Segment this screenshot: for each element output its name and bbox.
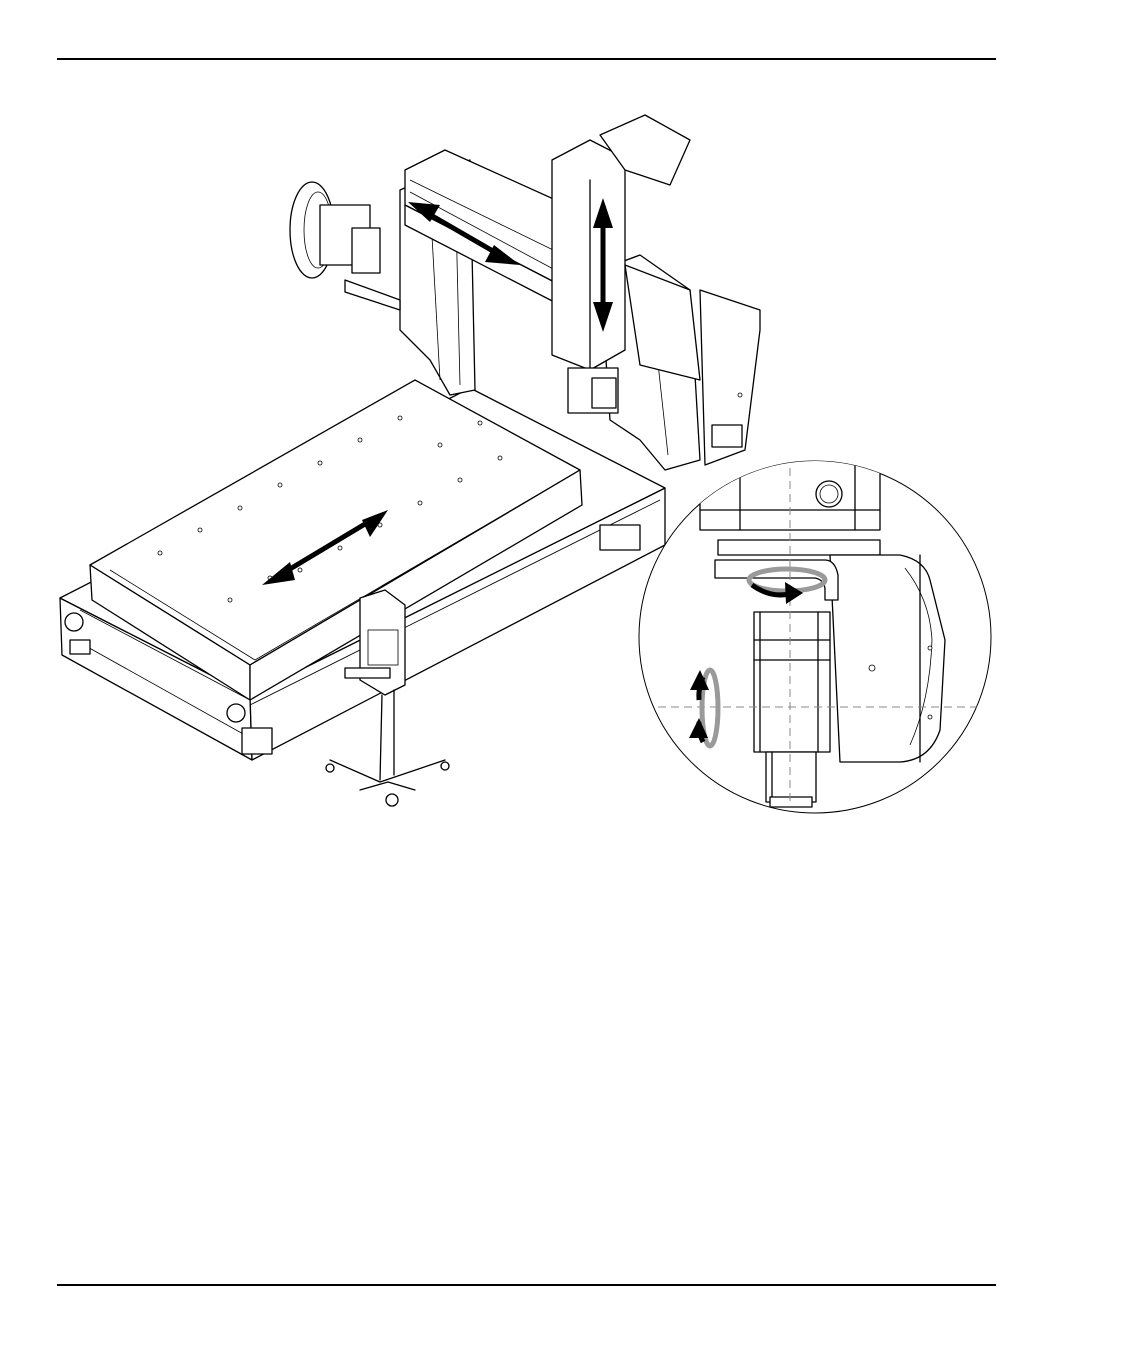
footer-rule [57,1284,996,1286]
x-axis-arrow-icon [262,510,388,585]
tool-changer-carousel [289,181,401,311]
z-axis-arrow-icon [593,198,613,332]
control-pendant-stand [325,589,450,807]
gantry-machine-illustration [59,114,761,807]
header-rule [57,58,996,60]
table-holes [157,415,503,603]
c-axis-rotation-arrow-icon [746,566,828,604]
rotary-head-detail-illustration [638,460,992,814]
a-axis-rotation-arrow-icon [689,667,721,749]
y-axis-arrow-icon [408,202,520,265]
